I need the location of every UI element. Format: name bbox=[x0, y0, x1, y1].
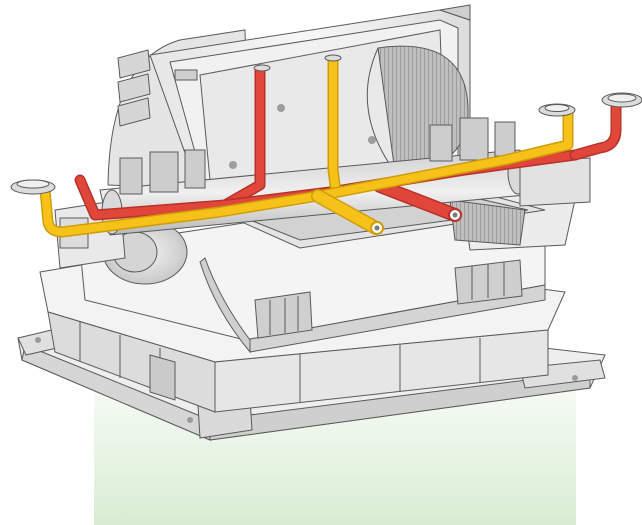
pipe-openings bbox=[370, 208, 462, 235]
yellow-pipes bbox=[39, 54, 574, 238]
flanges bbox=[10, 54, 642, 195]
